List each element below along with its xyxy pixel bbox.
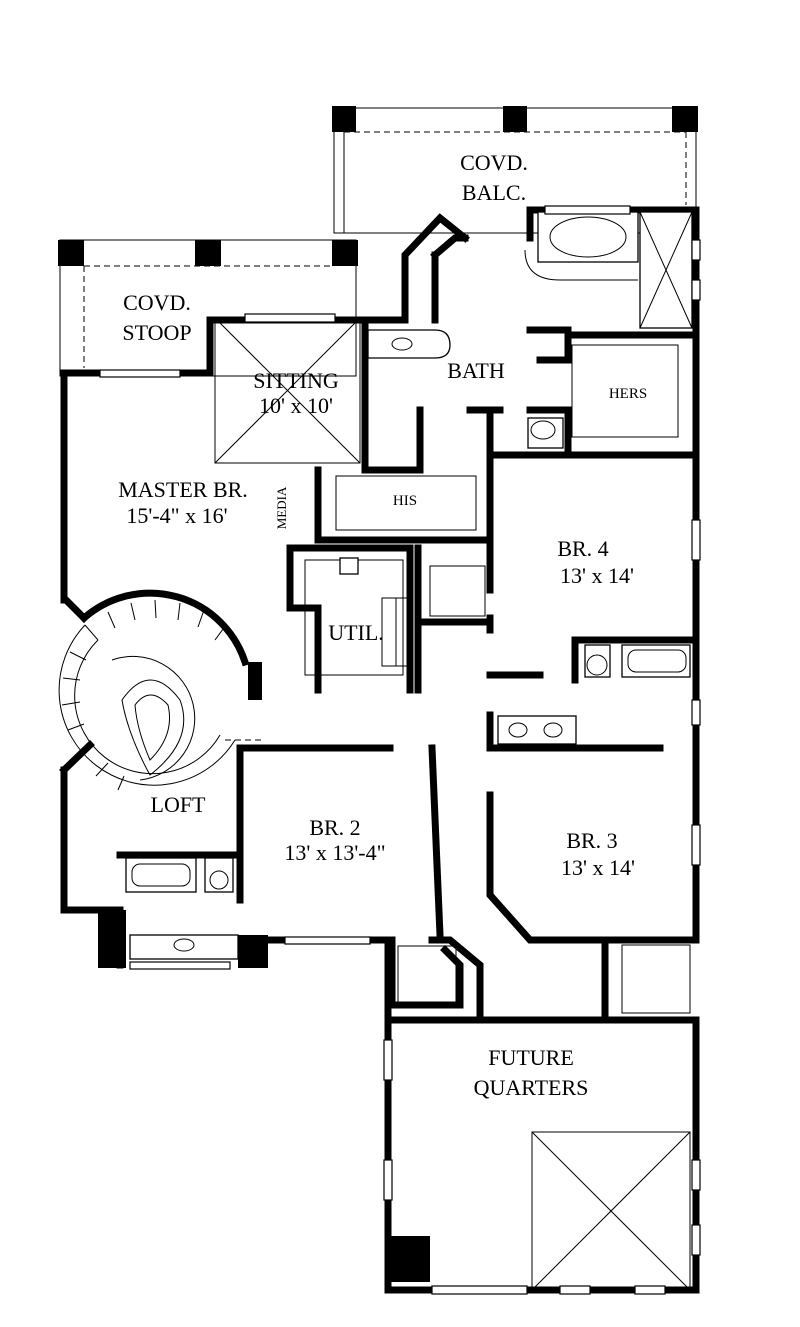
br4-label: BR. 4 [557,536,608,561]
his-label: HIS [393,493,417,509]
br4-size: 13' x 14' [560,563,634,588]
room-labels: COVD. BALC. COVD. STOOP SITTING 10' x 10… [118,150,647,1100]
br3-size: 13' x 14' [561,855,635,880]
loft-label: LOFT [151,792,207,817]
stoop-label-line2: STOOP [122,320,191,345]
future-floor [386,1131,691,1291]
master-label: MASTER BR. [118,477,248,502]
util-label: UTIL. [328,620,384,645]
bath-label: BATH [447,358,505,383]
hers-label: HERS [609,386,647,402]
master-size: 15'-4" x 16' [126,503,227,528]
br3-label: BR. 3 [566,828,617,853]
future-label-line1: FUTURE [488,1045,574,1070]
stoop-label-line1: COVD. [123,290,191,315]
balcony-label-line1: COVD. [460,150,528,175]
windows [99,205,701,1295]
balcony-label-line2: BALC. [462,180,526,205]
sitting-size: 10' x 10' [259,393,333,418]
media-label: MEDIA [274,486,289,529]
fixtures [98,211,693,1014]
br2-label: BR. 2 [309,815,360,840]
sitting-label: SITTING [253,368,339,393]
covered-balcony [332,106,698,234]
br2-size: 13' x 13'-4" [284,840,385,865]
future-label-line2: QUARTERS [474,1075,589,1100]
spiral-stair [58,589,262,791]
